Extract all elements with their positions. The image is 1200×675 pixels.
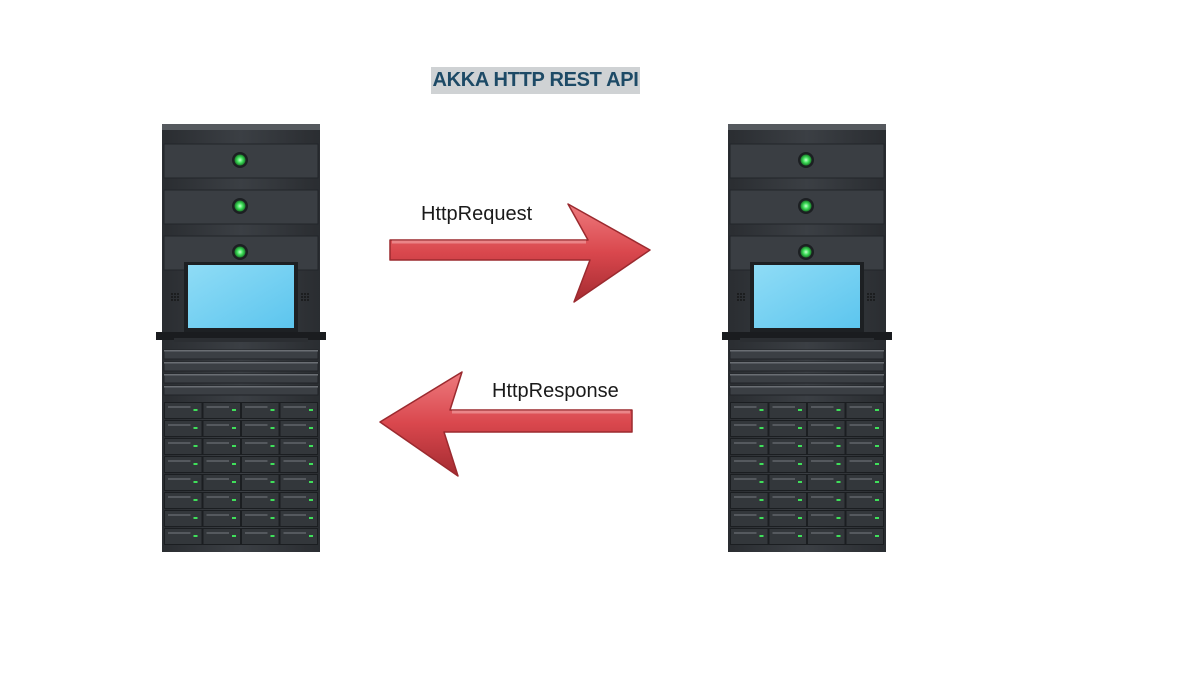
response-label: HttpResponse [492,380,619,403]
client-server-icon [156,124,326,552]
diagram-title: AKKA HTTP REST API [431,67,640,94]
akka-http-server-icon [722,124,892,552]
request-label: HttpRequest [421,203,532,226]
